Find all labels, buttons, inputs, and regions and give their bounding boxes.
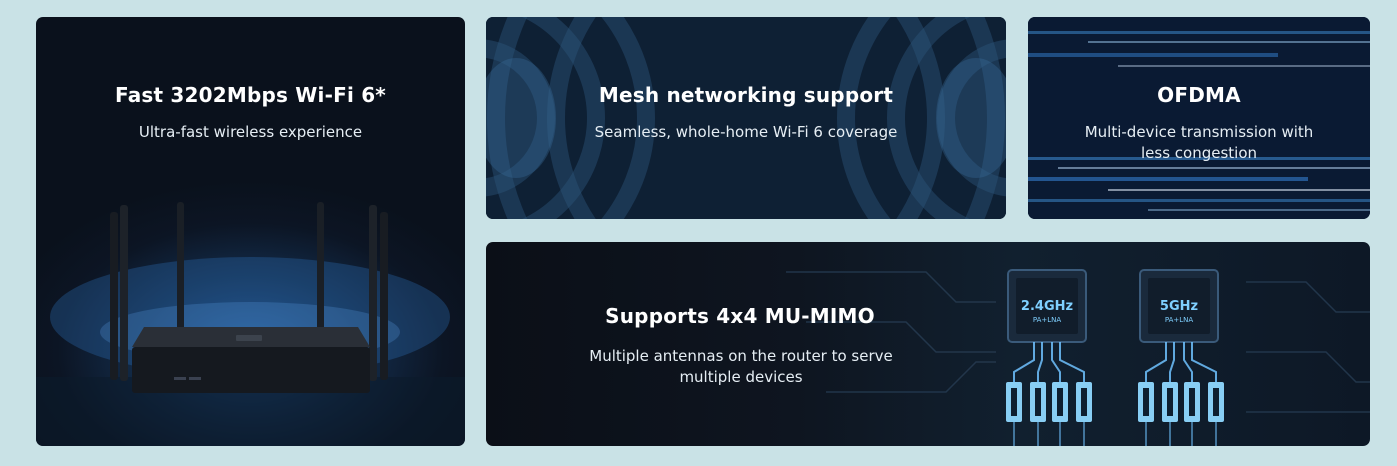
mimo-card-title: Supports 4x4 MU-MIMO — [605, 304, 875, 328]
mesh-card-subtitle: Seamless, whole-home Wi-Fi 6 coverage — [594, 123, 898, 141]
mimo-feature-card: 2.4GHz PA+LNA 5GHz PA+LNA Supports 4x4 M… — [486, 242, 1370, 446]
ofdma-card-subtitle: Multi-device transmission with less cong… — [1084, 123, 1314, 162]
mesh-card-title: Mesh networking support — [598, 83, 894, 107]
router-card-subtitle: Ultra-fast wireless experience — [138, 123, 363, 141]
router-image — [36, 202, 465, 446]
mesh-feature-card: Mesh networking support Seamless, whole-… — [486, 17, 1006, 219]
ofdma-feature-card: OFDMA Multi-device transmission with les… — [1028, 17, 1370, 219]
chip-5ghz-sublabel: PA+LNA — [1165, 316, 1194, 324]
ofdma-streaks-graphic — [1028, 17, 1370, 219]
mimo-card-subtitle: Multiple antennas on the router to serve… — [589, 347, 893, 386]
ofdma-card-title: OFDMA — [1157, 83, 1241, 107]
chip-24ghz-sublabel: PA+LNA — [1033, 316, 1062, 324]
mimo-circuit-graphic: 2.4GHz PA+LNA 5GHz PA+LNA — [786, 269, 1370, 446]
chip-24ghz-label: 2.4GHz — [1021, 299, 1073, 314]
router-card-title: Fast 3202Mbps Wi-Fi 6* — [115, 83, 386, 107]
router-feature-card: Fast 3202Mbps Wi-Fi 6* Ultra-fast wirele… — [36, 17, 465, 446]
chip-5ghz-label: 5GHz — [1160, 299, 1198, 314]
mesh-waves-graphic — [486, 17, 1006, 219]
